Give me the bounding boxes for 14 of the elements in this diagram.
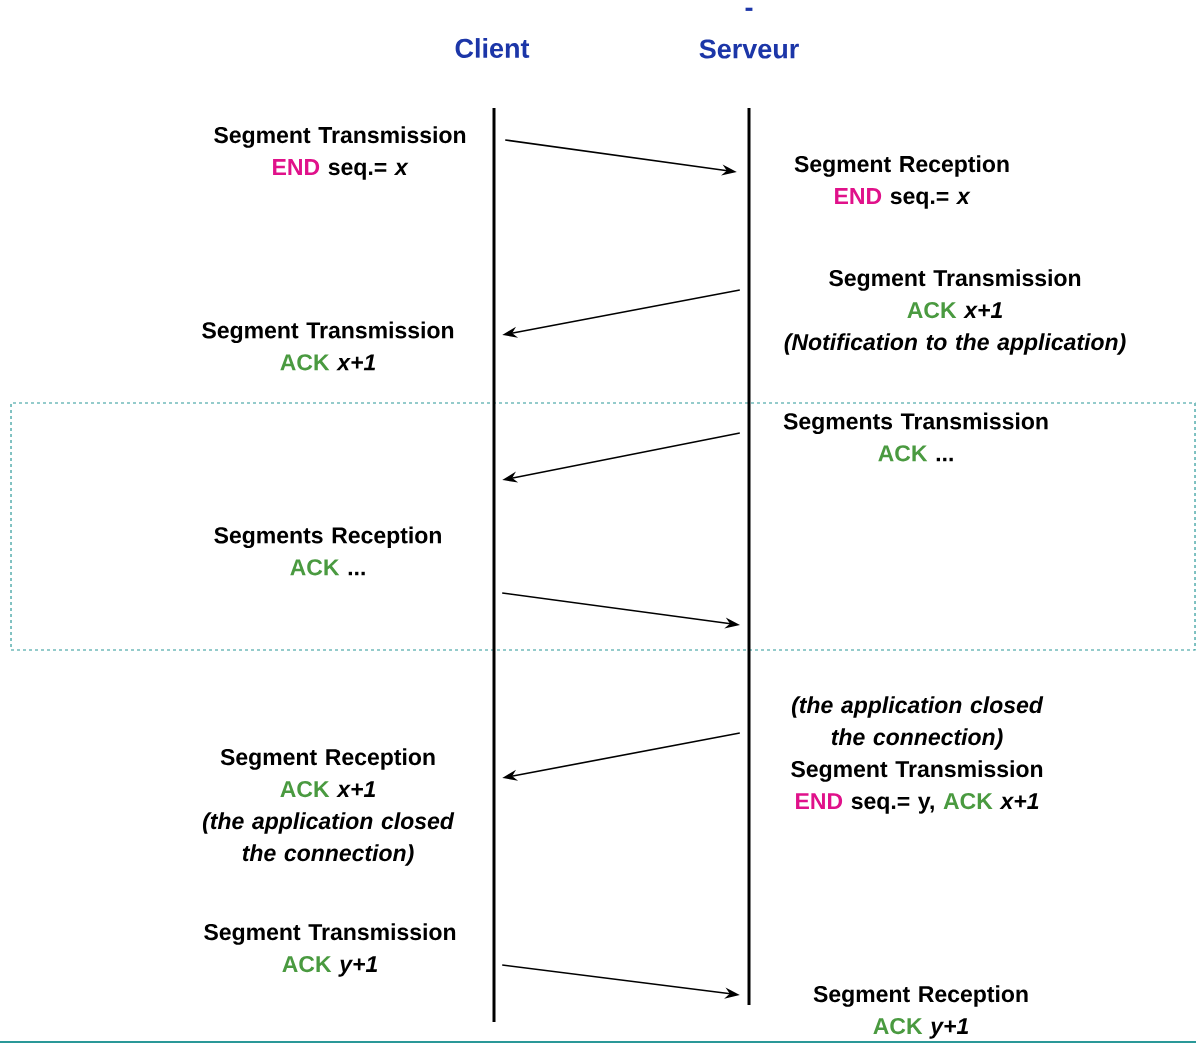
event-text: Segment Reception ACK y+1 [813, 985, 1028, 1039]
heading-mark: - [745, 7, 753, 11]
event-text: (the application closed the connection) Segment Transmission END seq.= y, ACK x+1 [791, 696, 1044, 814]
event-text: Segment Transmission ACK y+1 [204, 923, 456, 977]
lifeline-heading: Serveur [699, 39, 799, 59]
event-text: Segment Transmission END seq.= x [214, 126, 466, 180]
event-text: Segment Transmission ACK x+1 [202, 321, 454, 371]
event-text: Segment Transmission ACK x+1 (Notification to the application) [784, 269, 1126, 355]
dashed-frame [10, 402, 1196, 651]
lifeline-heading: Client [455, 38, 530, 58]
event-text: Segment Reception END seq.= x [794, 155, 1009, 209]
event-text: Segment Reception ACK x+1 (the application closed the connection) [202, 748, 455, 866]
event-text: Segments Reception ACK ... [214, 526, 441, 576]
event-text: Segments Transmission ACK ... [783, 412, 1048, 462]
